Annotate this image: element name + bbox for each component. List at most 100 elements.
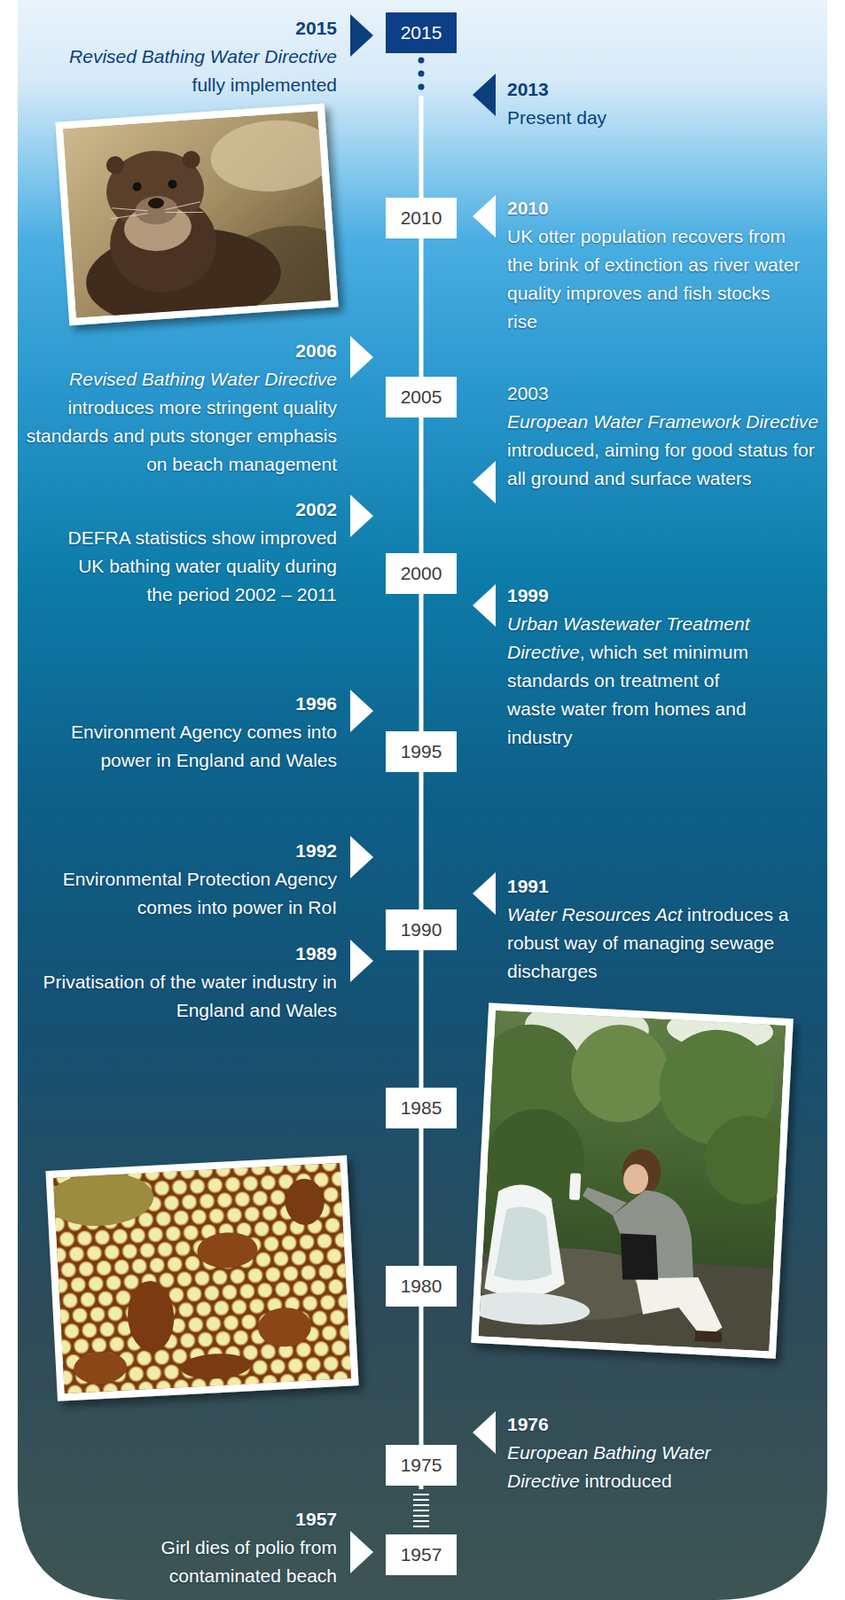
pointer-triangle	[350, 336, 374, 379]
pointer-triangle	[350, 494, 374, 538]
microscope-photo-part-part	[283, 1178, 326, 1227]
year-box: 2000	[385, 553, 457, 595]
sampling-photo-part-part	[569, 1173, 582, 1201]
pointer-triangle	[472, 584, 496, 627]
event-year: 2003	[507, 379, 820, 408]
event-year: 2002	[66, 495, 337, 525]
event-text: Girl dies of polio from contaminated bea…	[104, 1533, 337, 1591]
otter-photo-part-part	[105, 156, 125, 175]
event-year: 1989	[39, 939, 337, 969]
event-year: 1991	[507, 872, 809, 901]
otter-photo	[54, 101, 364, 336]
timeline-dots-part	[418, 57, 425, 64]
timeline-event: 2013Present day	[507, 75, 774, 133]
event-text: Environmental Protection Agency comes in…	[24, 865, 337, 923]
sampling-photo-part-part	[633, 1274, 726, 1341]
otter-photo-part	[62, 110, 331, 319]
year-box: 2010	[385, 197, 457, 239]
document-title: European Water Framework Directive	[507, 411, 819, 432]
timeline-event: 1976European Bathing Water Directive int…	[507, 1410, 743, 1496]
sampling-photo-part-part	[702, 1113, 787, 1207]
microscope-photo-part	[45, 1155, 359, 1401]
timeline-event: 2010UK otter population recovers from th…	[507, 194, 805, 337]
microscope-photo-part-part	[53, 1170, 156, 1229]
pointer-triangle	[350, 836, 374, 879]
timeline-dots	[418, 57, 425, 91]
microscope-photo-part-part	[125, 1280, 176, 1354]
event-text: Revised Bathing Water Directive fully im…	[35, 42, 337, 100]
timeline-event: 1992Environmental Protection Agency come…	[24, 837, 337, 923]
event-year: 2006	[24, 336, 337, 366]
timeline-break-part	[413, 1520, 430, 1523]
event-year: 1996	[24, 689, 337, 719]
otter-photo-part-part	[109, 202, 204, 220]
timeline-event: 1999Urban Wastewater Treatment Directive…	[507, 581, 769, 752]
timeline-event: 2015Revised Bathing Water Directive full…	[35, 14, 337, 100]
sampling-photo-part-part	[484, 1183, 571, 1300]
event-text: European Water Framework Directive intro…	[507, 407, 820, 493]
sampling-photo-part-part	[478, 1289, 592, 1328]
event-year: 2013	[507, 75, 774, 104]
sampling-photo-part-part	[581, 1187, 628, 1217]
year-label: 2015	[400, 22, 443, 44]
event-year: 2010	[507, 194, 805, 223]
microscope-photo-part-part	[257, 1306, 313, 1349]
otter-photo-part-part-part	[110, 213, 149, 220]
timeline-break-part	[413, 1525, 430, 1528]
pointer-triangle	[472, 73, 496, 117]
timeline-event: 1991Water Resources Act introduces a rob…	[507, 872, 809, 986]
timeline-break-part	[413, 1499, 430, 1502]
sampling-photo-part-part	[618, 1233, 661, 1282]
year-box: 1990	[385, 909, 457, 951]
pointer-triangle	[350, 939, 374, 983]
timeline-break-part	[413, 1504, 430, 1507]
event-text: European Bathing Water Directive introdu…	[507, 1439, 743, 1496]
timeline-break-part	[413, 1510, 430, 1512]
otter-photo-part-part	[208, 116, 331, 196]
sampling-photo-part-part	[620, 1148, 663, 1197]
event-text: Urban Wastewater Treatment Directive, wh…	[507, 610, 769, 752]
otter-photo-part-part	[181, 150, 201, 170]
year-label: 2010	[400, 207, 443, 229]
microscope-photo-part-part	[72, 1351, 128, 1386]
timeline-event: 1957Girl dies of polio from contaminated…	[104, 1505, 337, 1591]
year-box: 1957	[385, 1534, 457, 1576]
year-box: 1995	[385, 731, 457, 773]
timeline-event: 2003European Water Framework Directive i…	[507, 379, 820, 493]
year-box: 2015	[385, 12, 457, 54]
document-title: Revised Bathing Water Directive	[69, 46, 337, 67]
sampling-photo-part	[478, 1010, 787, 1353]
microscope-photo	[45, 1155, 359, 1401]
event-text: Environment Agency comes into power in E…	[24, 718, 337, 775]
sampling-photo-part-part	[622, 1164, 650, 1196]
microscope-photo-part-part	[195, 1231, 259, 1271]
otter-photo-part-part	[167, 179, 178, 189]
otter-photo-part-part-part	[111, 205, 148, 214]
year-label: 1990	[400, 919, 443, 941]
event-text: Privatisation of the water industry in E…	[39, 968, 337, 1025]
year-box: 1980	[385, 1266, 457, 1307]
event-year: 1976	[507, 1410, 743, 1440]
timeline-event: 2006Revised Bathing Water Directive intr…	[24, 336, 337, 479]
pointer-triangle	[350, 689, 374, 733]
panel-ground	[17, 0, 828, 1600]
pointer-triangle	[472, 872, 496, 916]
timeline-event: 2002DEFRA statistics show improved UK ba…	[66, 495, 337, 610]
year-box: 2005	[385, 376, 457, 418]
event-text-rest: fully implemented	[192, 74, 337, 95]
year-box: 1975	[385, 1445, 457, 1487]
timeline-event: 1989Privatisation of the water industry …	[39, 939, 337, 1025]
microscope-photo-part-part	[179, 1352, 252, 1381]
event-year: 1957	[104, 1505, 337, 1534]
otter-photo-part-part-part	[164, 202, 201, 211]
sampling-photo-part-part	[569, 1022, 673, 1126]
sampling-photo-part-part	[493, 1205, 556, 1283]
event-text-rest: introduced, aiming for good status for a…	[507, 439, 815, 489]
event-text-rest: introduced	[579, 1470, 673, 1492]
pointer-triangle	[472, 461, 496, 504]
otter-photo-part-part	[132, 181, 142, 192]
event-text: DEFRA statistics show improved UK bathin…	[66, 524, 337, 610]
year-label: 1980	[400, 1275, 443, 1298]
event-year: 1992	[24, 837, 337, 866]
timeline-event: 1996Environment Agency comes into power …	[24, 689, 337, 775]
